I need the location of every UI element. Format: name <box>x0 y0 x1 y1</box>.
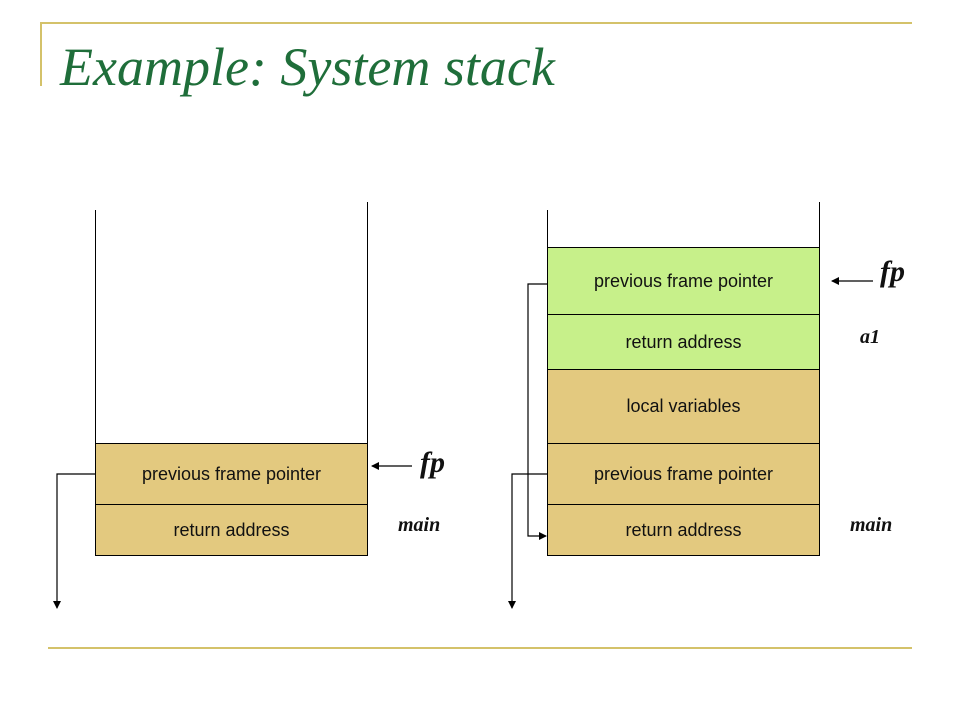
left-frame-previous-frame-pointer: previous frame pointer <box>95 443 368 505</box>
right-stack-left-wall <box>547 210 548 248</box>
right-fp-label: fp <box>880 255 905 288</box>
right-stack-right-wall <box>819 202 820 248</box>
right-a1-prev-fp-link-arrow <box>527 283 547 540</box>
right-frame-return-address-main: return address <box>547 504 820 556</box>
left-accent-line <box>40 22 42 86</box>
left-frame-return-address: return address <box>95 504 368 556</box>
right-frame-previous-frame-pointer-main: previous frame pointer <box>547 443 820 505</box>
left-stack-left-wall <box>95 210 96 444</box>
right-frame-return-address-a1: return address <box>547 314 820 370</box>
left-stack-right-wall <box>367 202 368 444</box>
left-prev-fp-link-arrow <box>53 473 95 609</box>
right-frame-previous-frame-pointer-a1: previous frame pointer <box>547 247 820 315</box>
top-accent-line <box>40 22 912 24</box>
slide-title: Example: System stack <box>60 37 555 97</box>
right-main-label: main <box>850 514 893 536</box>
right-main-prev-fp-link-arrow <box>508 473 547 609</box>
left-fp-label: fp <box>420 446 445 479</box>
left-main-label: main <box>398 514 441 536</box>
right-a1-label: a1 <box>860 326 880 348</box>
bottom-accent-line <box>48 647 912 649</box>
